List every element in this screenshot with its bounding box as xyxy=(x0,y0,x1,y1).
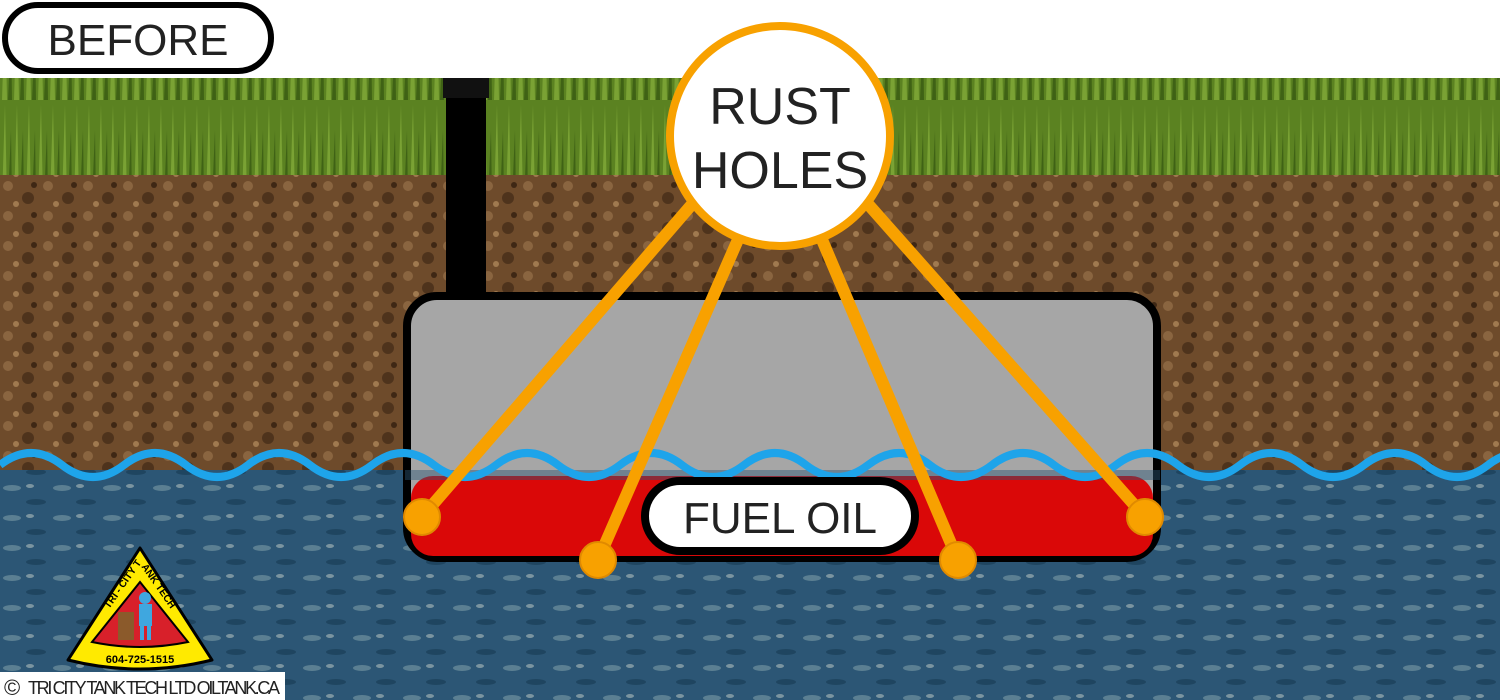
callout-line2: HOLES xyxy=(692,142,868,200)
hazmat-suit-icon xyxy=(139,592,152,640)
fuel-oil-label: FUEL OIL xyxy=(641,477,919,555)
rust-hole-callout-lines xyxy=(416,189,1151,566)
rust-hole-marker xyxy=(1126,498,1164,536)
water-table-line xyxy=(0,449,1500,481)
oil-tank xyxy=(403,292,1161,562)
barrel-icon xyxy=(118,612,134,640)
pipe-cap xyxy=(443,78,489,98)
rust-hole-marker xyxy=(579,541,617,579)
callout-line1: RUST xyxy=(709,78,851,136)
fuel-oil-text: FUEL OIL xyxy=(683,494,877,543)
logo-phone: 604-725-1515 xyxy=(106,654,175,666)
before-badge: BEFORE xyxy=(2,2,274,74)
footer-text: TRI CITY TANK TECH LTD OILTANK.CA xyxy=(28,678,280,698)
rust-hole-marker xyxy=(403,498,441,536)
before-text: BEFORE xyxy=(48,16,229,65)
rust-hole-marker xyxy=(939,541,977,579)
footer-credit: © TRI CITY TANK TECH LTD OILTANK.CA xyxy=(0,672,285,700)
fill-pipe xyxy=(446,78,486,300)
rust-hole-markers xyxy=(403,498,1164,579)
groundwater-overlay xyxy=(405,470,1160,480)
copyright-icon: © xyxy=(4,675,20,700)
rust-holes-callout: RUST HOLES xyxy=(666,22,894,250)
